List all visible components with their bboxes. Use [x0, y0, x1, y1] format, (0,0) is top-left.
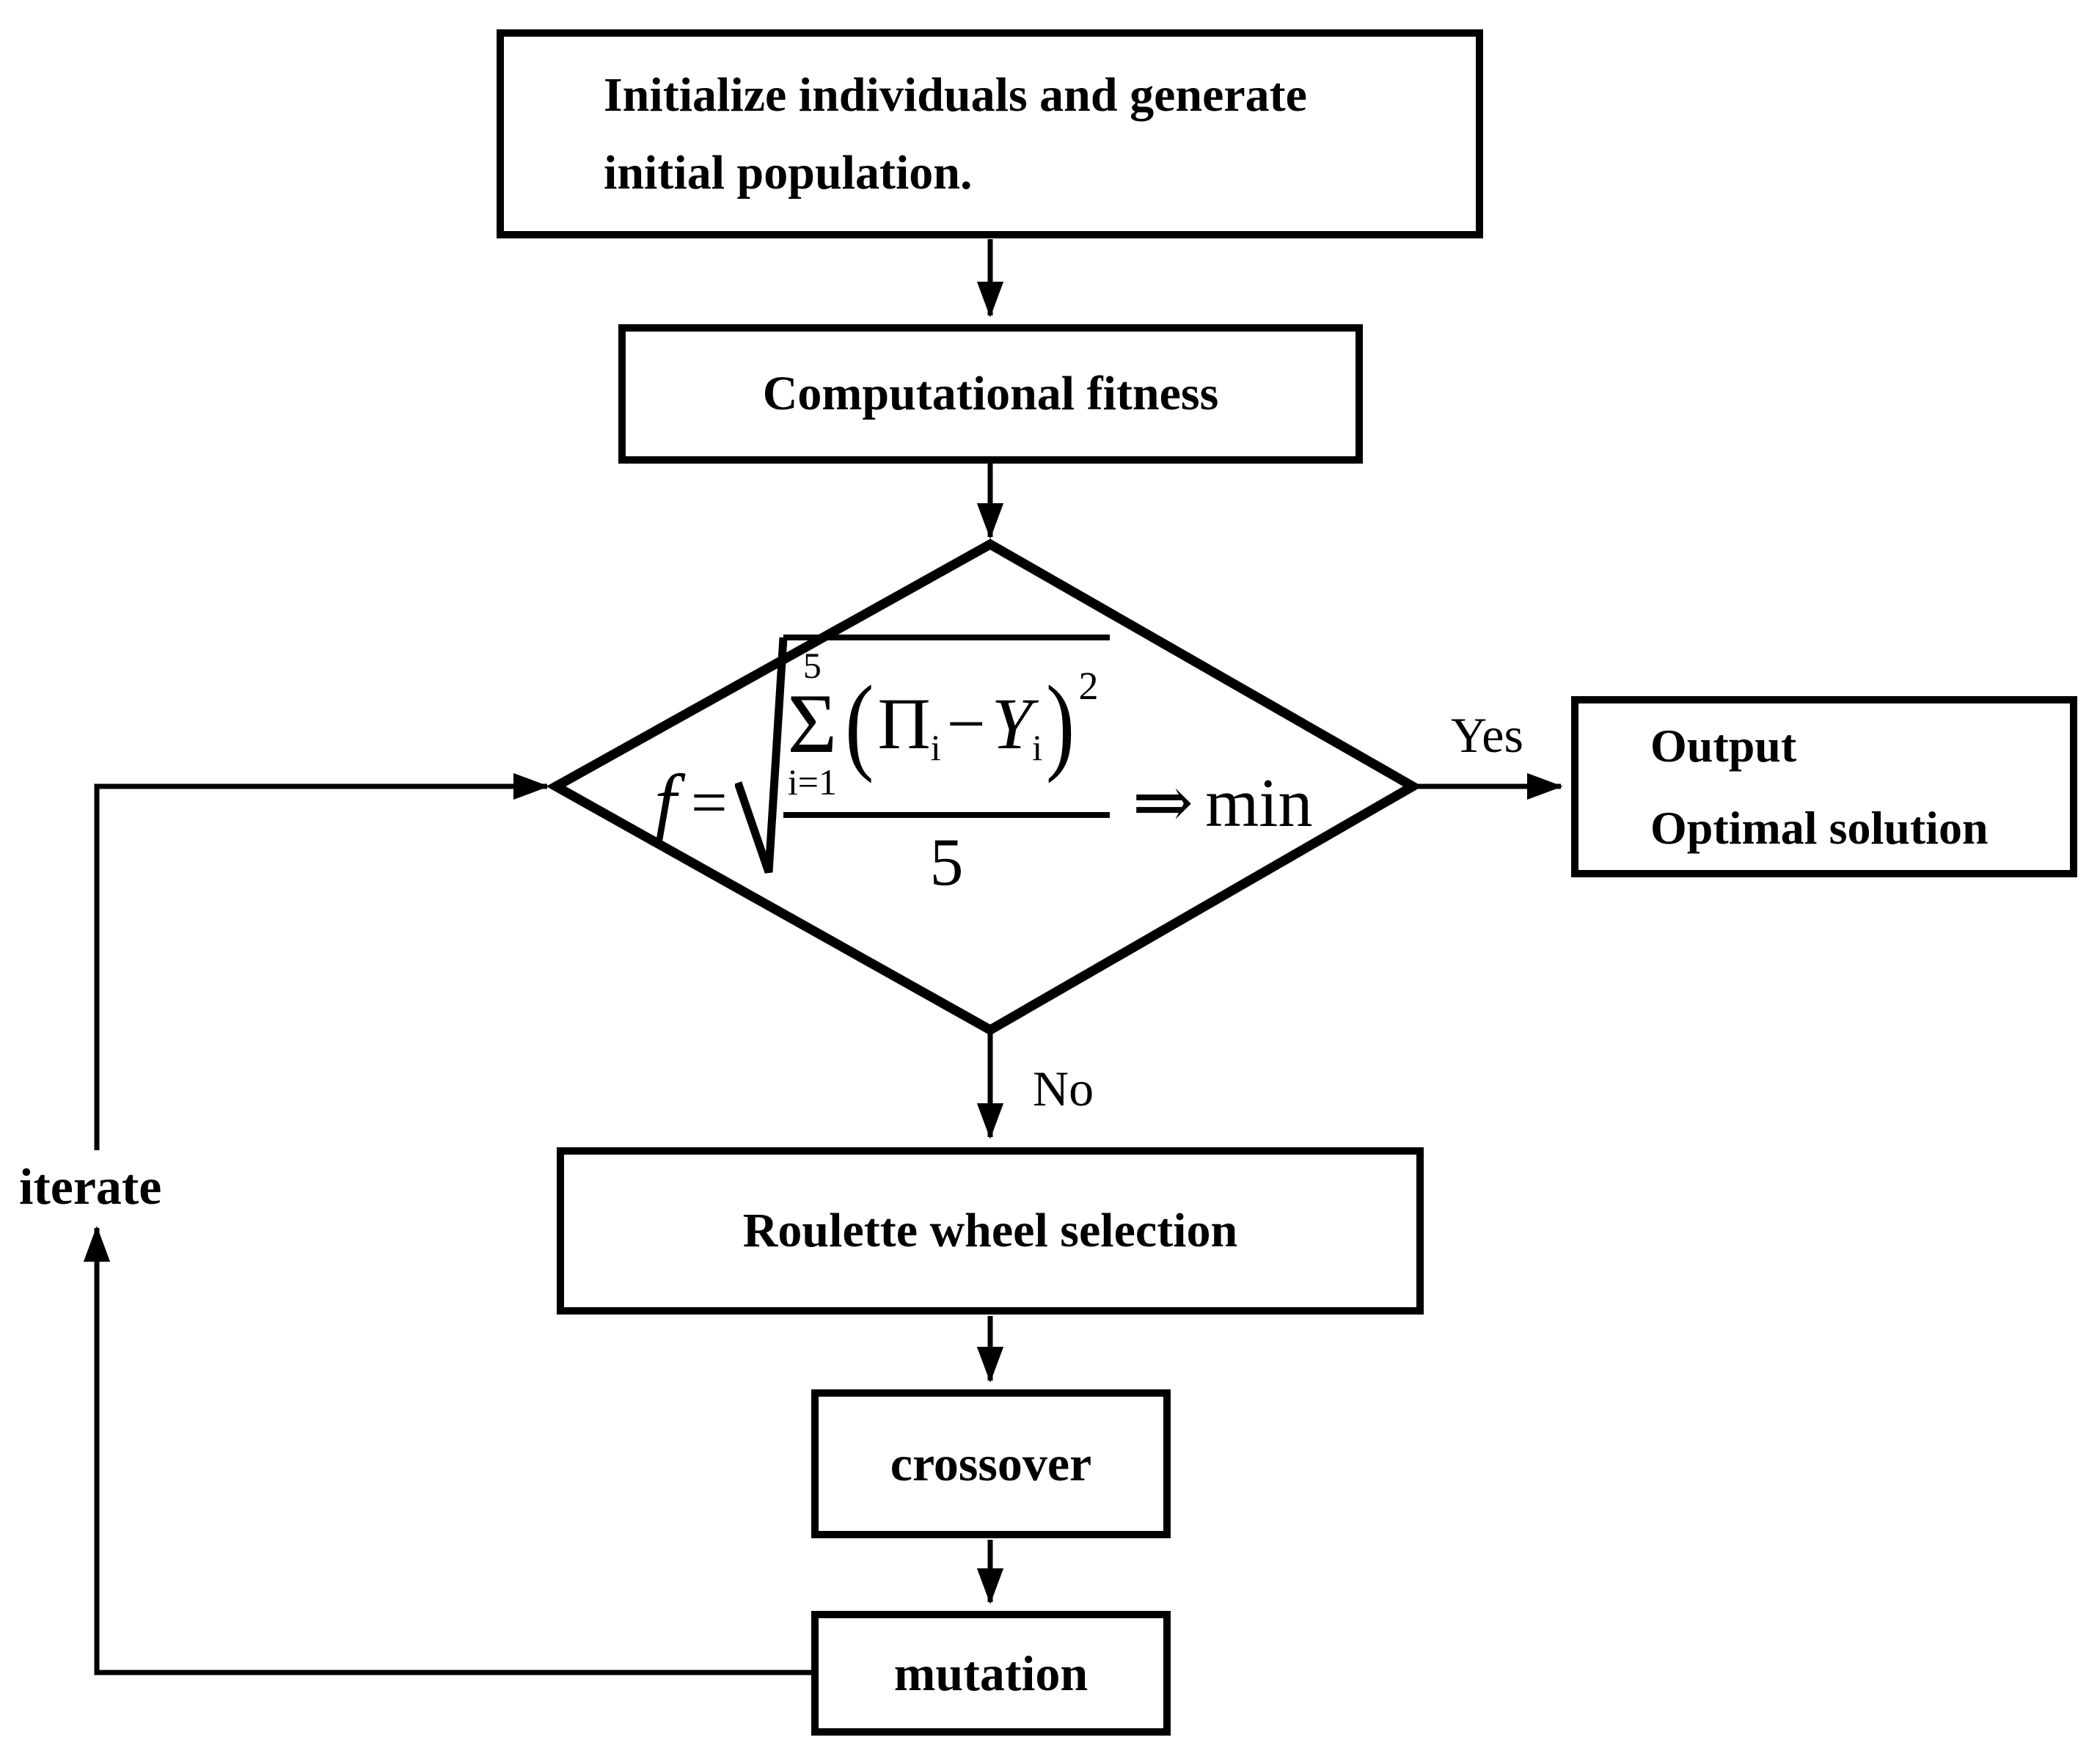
node-mutation: mutation [811, 1611, 1171, 1736]
edge-label-no: No [1033, 1061, 1094, 1116]
formula-equals: = [691, 767, 728, 838]
node-roulette-label: Roulette wheel selection [742, 1203, 1238, 1257]
formula-numerator: 5 Σ i=1 ( Π i − Y i ) 2 [783, 640, 1111, 818]
formula-right-paren: ) [1046, 663, 1075, 784]
formula-y: Y [991, 682, 1033, 764]
node-initialize-line1: Initialize individuals and generate [604, 67, 1307, 122]
node-mutation-label: mutation [893, 1645, 1089, 1701]
formula-left-paren: ( [845, 663, 874, 784]
edge-label-iterate: iterate [19, 1159, 162, 1216]
edge-label-yes: Yes [1451, 707, 1523, 763]
formula-squared-difference: ( Π i − Y i ) 2 [841, 663, 1098, 784]
arrow-iterate-to-decision [94, 772, 549, 1150]
formula-pi-subscript: i [930, 726, 941, 768]
sigma-icon: Σ [787, 676, 838, 771]
formula-fraction: 5 Σ i=1 ( Π i − Y i ) 2 5 [783, 635, 1111, 896]
implies-arrow-icon: ⇒ [1132, 762, 1194, 844]
formula-denominator: 5 [929, 824, 964, 899]
node-output-optimal-solution: Output Optimal solution [1571, 696, 2077, 877]
formula-exponent: 2 [1078, 663, 1099, 708]
node-roulette-wheel-selection: Roulette wheel selection [557, 1147, 1424, 1315]
formula-sqrt-group: 5 Σ i=1 ( Π i − Y i ) 2 5 [734, 635, 1111, 896]
formula-minus: − [946, 685, 986, 762]
formula-pi: Π [877, 682, 931, 764]
node-output-line2: Optimal solution [1650, 801, 1989, 854]
formula-f: f [654, 759, 677, 847]
node-crossover-label: crossover [890, 1436, 1092, 1492]
arrow-mutation-to-iterate [83, 1226, 811, 1675]
formula-y-subscript: i [1032, 726, 1043, 768]
node-computational-fitness: Computational fitness [618, 324, 1363, 464]
formula-sum: 5 Σ i=1 [788, 646, 838, 802]
formula-min: min [1205, 765, 1313, 841]
node-initialize-population: Initialize individuals and generate init… [497, 29, 1483, 238]
formula-sum-lower: i=1 [787, 761, 837, 803]
node-computational-fitness-label: Computational fitness [762, 366, 1219, 420]
formula-sum-upper: 5 [802, 645, 822, 687]
decision-formula: f = 5 Σ i=1 ( Π i − Y [654, 627, 1312, 979]
node-output-line1: Output [1650, 719, 1797, 772]
node-crossover: crossover [811, 1389, 1171, 1538]
radical-sign-icon [734, 637, 788, 874]
node-initialize-line2: initial population. [604, 145, 973, 200]
